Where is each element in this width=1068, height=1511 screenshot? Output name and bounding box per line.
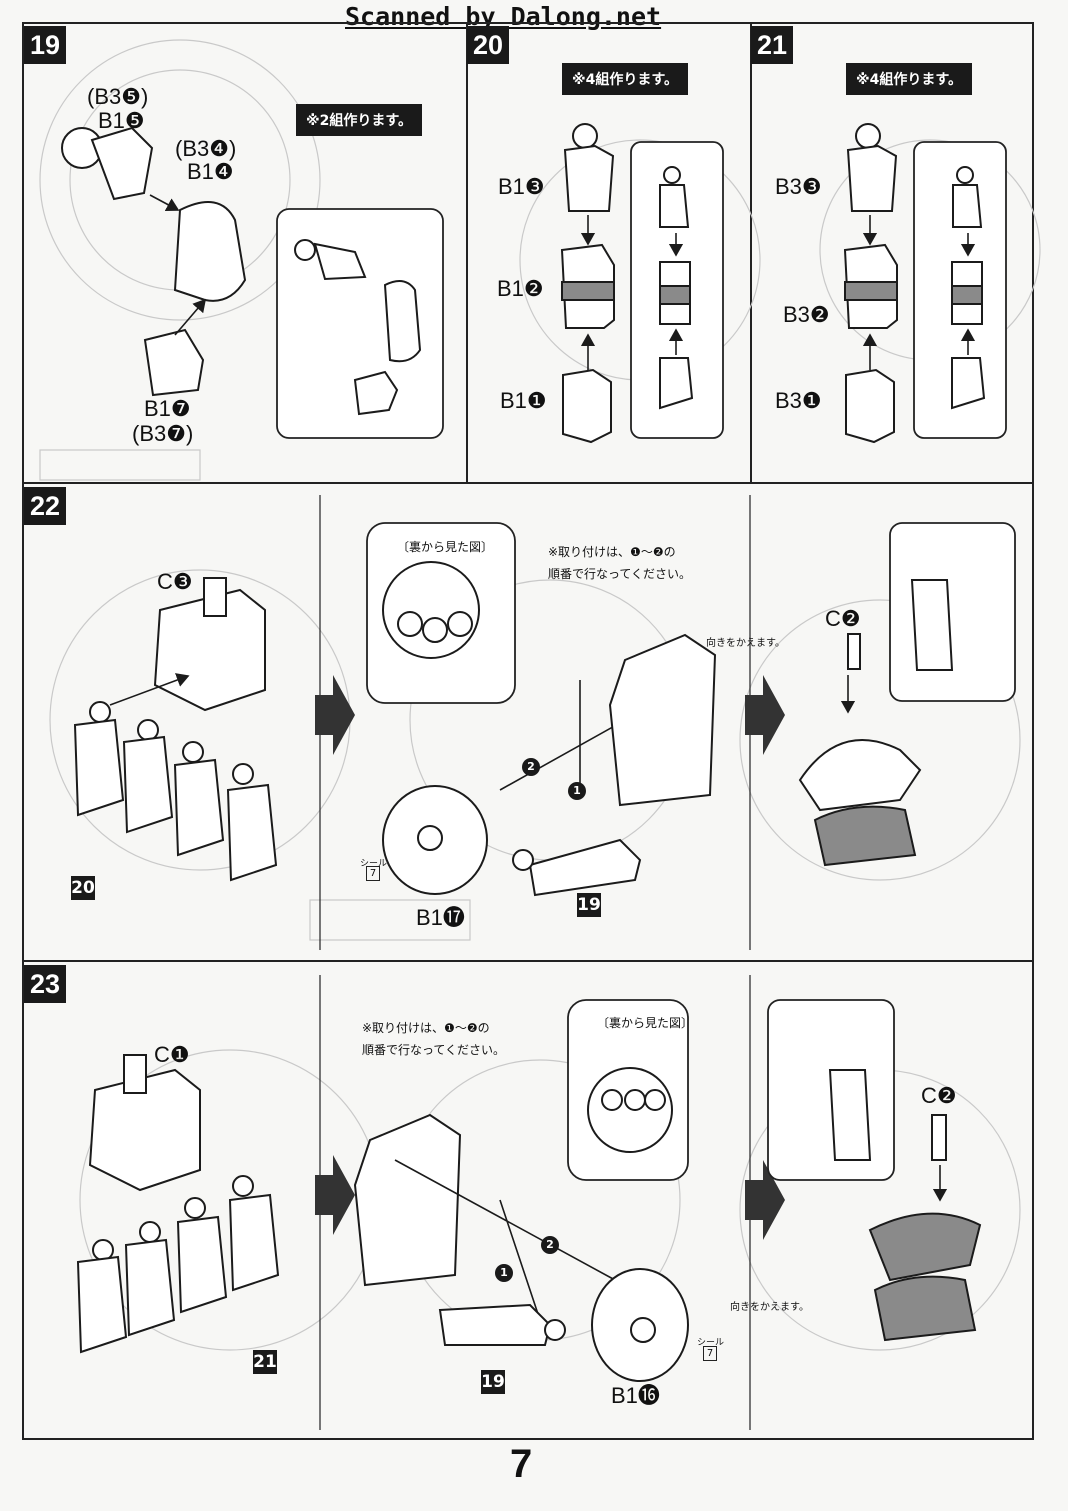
step-22-order-1: 1	[568, 782, 586, 800]
step-22-turn-note: 向きをかえます。	[706, 638, 785, 649]
step-19-label-top: B1❺	[98, 108, 145, 133]
step-20-label-mid: B1❷	[497, 276, 544, 301]
step-22-ref-19: 19	[577, 893, 601, 917]
step-23-part-c: C❶	[154, 1042, 190, 1067]
step-20-number: 20	[467, 26, 509, 64]
step-23-sticker-no: 7	[703, 1346, 717, 1361]
step-21-note: ※4組作ります。	[846, 63, 972, 95]
page-number: 7	[510, 1442, 533, 1486]
step-22-ref-step: 20	[71, 876, 95, 900]
step-23-ref-19: 19	[481, 1370, 505, 1394]
step-23-number: 23	[24, 965, 66, 1003]
step-22-part-c2: C❷	[825, 606, 861, 631]
step-22-part-c: C❸	[157, 569, 193, 594]
step-19-label-top-alt: (B3❺)	[87, 84, 149, 109]
step-19-note: ※2組作ります。	[296, 104, 422, 136]
step-23-frame	[22, 960, 1034, 1440]
step-23-turn-note: 向きをかえます。	[730, 1302, 809, 1313]
step-22-sticker-label: シール	[360, 859, 388, 869]
step-23-sticker-label: シール	[697, 1338, 725, 1348]
step-21-label-bot: B3❶	[775, 388, 822, 413]
step-20-label-top: B1❸	[498, 174, 545, 199]
step-19-number: 19	[24, 26, 66, 64]
step-23-ref-step: 21	[253, 1350, 277, 1374]
step-23-order-1: 1	[495, 1264, 513, 1282]
step-23-part-c2: C❷	[921, 1083, 957, 1108]
step-21-number: 21	[751, 26, 793, 64]
step-19-label-bot-alt: (B3❼)	[132, 421, 194, 446]
step-19-label-mid-alt: (B3❹)	[175, 136, 237, 161]
step-22-order-note-1: ※取り付けは、❶～❷の	[548, 545, 676, 559]
step-20-label-bot: B1❶	[500, 388, 547, 413]
step-23-order-note-2: 順番で行なってください。	[362, 1043, 506, 1057]
step-23-disc-label: B1⓰	[611, 1383, 660, 1408]
step-22-number: 22	[24, 487, 66, 525]
step-22-back-view: 〔裏から見た図〕	[397, 540, 494, 554]
step-21-label-mid: B3❷	[783, 302, 830, 327]
step-22-sticker-no: 7	[366, 866, 380, 881]
step-21-label-top: B3❸	[775, 174, 822, 199]
step-23-order-note-1: ※取り付けは、❶～❷の	[362, 1021, 490, 1035]
step-19-label-bot: B1❼	[144, 396, 191, 421]
step-20-note: ※4組作ります。	[562, 63, 688, 95]
step-22-disc-label: B1⓱	[416, 905, 465, 930]
step-23-back-view: 〔裏から見た図〕	[597, 1016, 694, 1030]
step-19-label-mid: B1❹	[187, 159, 234, 184]
step-23-order-2: 2	[541, 1236, 559, 1254]
step-22-order-note-2: 順番で行なってください。	[548, 567, 692, 581]
step-22-order-2: 2	[522, 758, 540, 776]
